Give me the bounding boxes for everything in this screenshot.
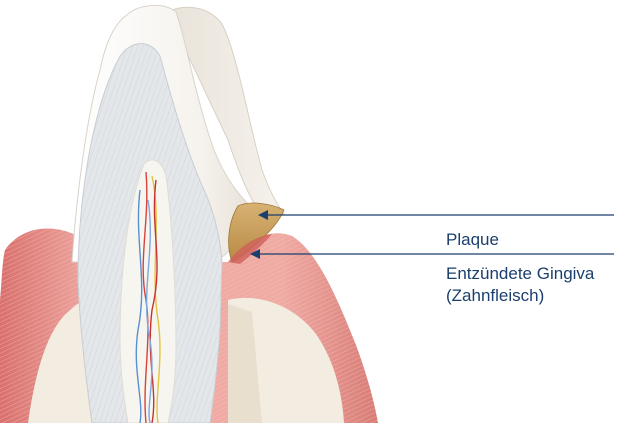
plaque-label: Plaque bbox=[446, 229, 499, 250]
inflamed-gingiva-label: Entzündete Gingiva bbox=[446, 263, 594, 284]
plaque-pointer bbox=[258, 210, 614, 220]
inflamed-gingiva-sublabel: (Zahnfleisch) bbox=[446, 285, 544, 306]
